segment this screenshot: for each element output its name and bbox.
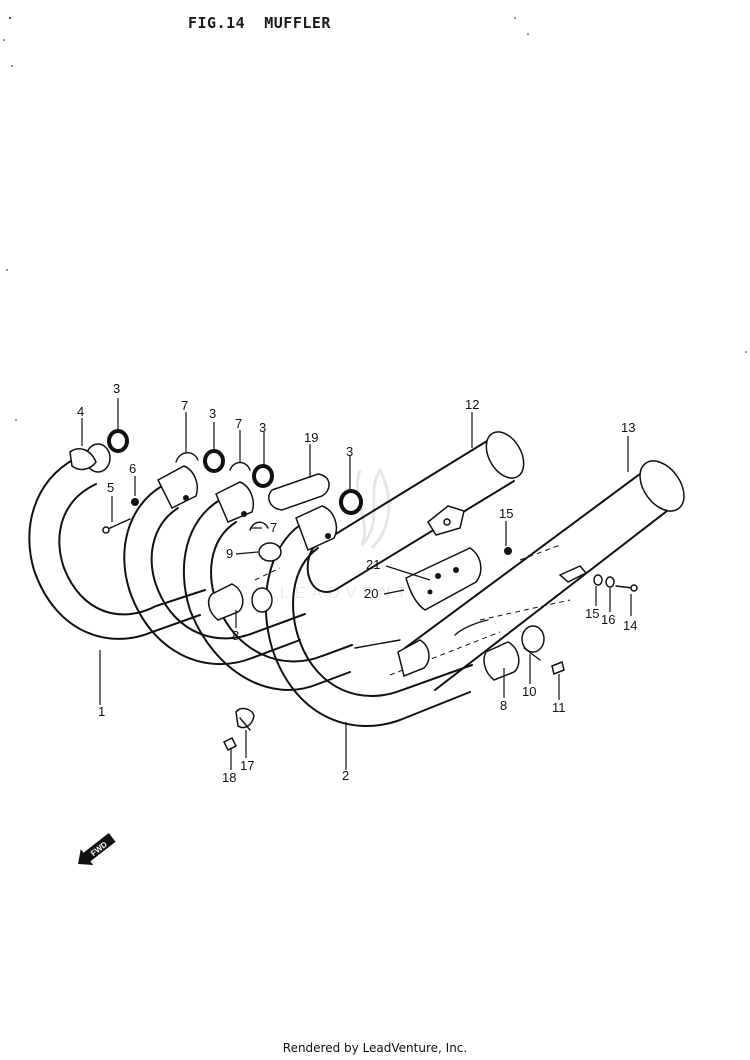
heat-shield xyxy=(405,547,482,611)
bracket-17 xyxy=(235,707,255,731)
ring-7b xyxy=(229,461,251,471)
callout-7b: 7 xyxy=(235,416,242,431)
bolt-5 xyxy=(102,518,131,534)
callout-13: 13 xyxy=(621,420,635,435)
callout-18: 18 xyxy=(222,770,236,785)
callout-20: 20 xyxy=(364,586,378,601)
callout-7a: 7 xyxy=(181,398,188,413)
callout-17: 17 xyxy=(240,758,254,773)
clamp-10 xyxy=(521,625,545,661)
callout-3c: 3 xyxy=(259,420,266,435)
muffler-13 xyxy=(404,460,685,691)
gasket-3b xyxy=(203,449,225,473)
callout-5: 5 xyxy=(107,480,114,495)
exhaust-pipe-2b xyxy=(183,481,353,691)
callout-8b: 8 xyxy=(500,698,507,713)
gasket-3c xyxy=(252,464,274,488)
bolt-14 xyxy=(615,584,638,592)
callout-15a: 15 xyxy=(499,506,513,521)
bolt-18 xyxy=(222,736,238,752)
clamp-9 xyxy=(251,542,282,613)
exhaust-pipe-1 xyxy=(28,443,206,640)
footer-credit: Rendered by LeadVenture, Inc. xyxy=(282,1041,468,1055)
exhaust-pipe-2 xyxy=(264,505,473,728)
callout-15b: 15 xyxy=(585,606,599,621)
figure-title: FIG.14 MUFFLER xyxy=(188,14,331,32)
ring-7c xyxy=(249,521,269,531)
callout-14: 14 xyxy=(623,618,637,633)
washer-15 xyxy=(593,574,603,586)
scan-specks xyxy=(3,17,747,421)
bracket-19 xyxy=(268,473,330,511)
connector-pipe-8a xyxy=(207,583,244,621)
washer-16 xyxy=(605,576,615,588)
callout-10: 10 xyxy=(522,684,536,699)
callout-2: 2 xyxy=(342,768,349,783)
callout-3a: 3 xyxy=(113,381,120,396)
callout-8a: 8 xyxy=(232,628,239,643)
bolt-11 xyxy=(551,660,565,676)
callout-labels: 1 2 3 3 3 3 4 5 6 7 7 7 8 8 9 10 11 12 1… xyxy=(77,381,637,785)
leader-lines xyxy=(81,398,632,770)
callout-21: 21 xyxy=(366,557,380,572)
callout-7c: 7 xyxy=(270,520,277,535)
callout-9: 9 xyxy=(226,546,233,561)
gasket-3a xyxy=(107,429,129,453)
fwd-arrow-icon: FWD xyxy=(78,833,116,866)
callout-19: 19 xyxy=(304,430,318,445)
nut-15b xyxy=(504,547,512,555)
gasket-3d xyxy=(339,489,363,515)
ring-7a xyxy=(175,452,199,463)
exhaust-pipe-2a xyxy=(123,465,306,666)
callout-16: 16 xyxy=(601,612,615,627)
callout-1: 1 xyxy=(98,704,105,719)
callout-11: 11 xyxy=(552,700,566,715)
callout-6: 6 xyxy=(129,461,136,476)
nut-6 xyxy=(131,498,139,506)
callout-3d: 3 xyxy=(346,444,353,459)
callout-12: 12 xyxy=(465,397,479,412)
callout-3b: 3 xyxy=(209,406,216,421)
callout-4: 4 xyxy=(77,404,84,419)
connector-pipe-8b xyxy=(483,641,520,681)
